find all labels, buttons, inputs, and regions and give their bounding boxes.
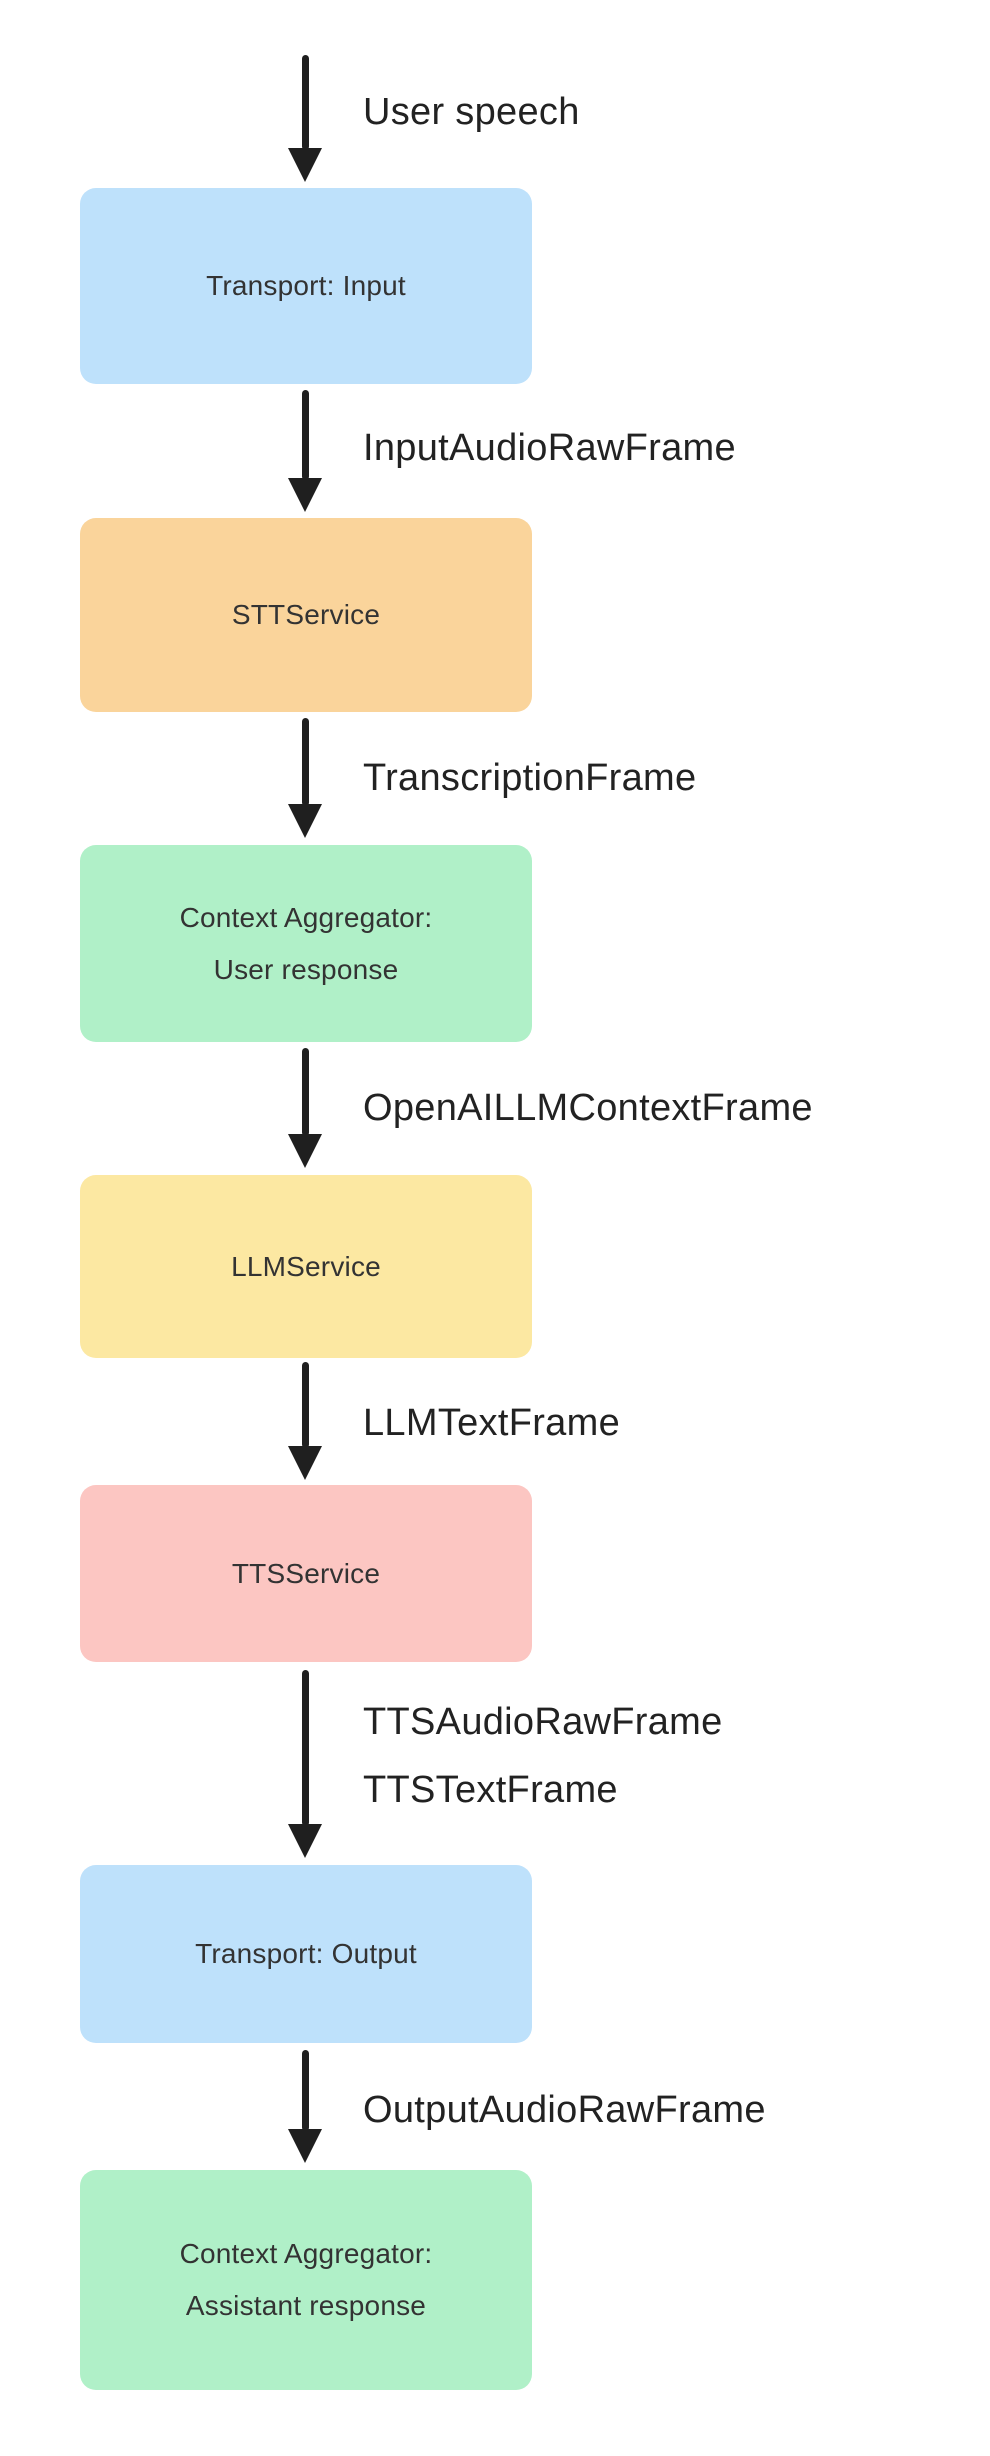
node-transport-output: Transport: Output bbox=[80, 1865, 532, 2043]
node-context-aggregator-assistant-line1: Context Aggregator: bbox=[179, 2238, 433, 2269]
edge-label-transcription-frame: TranscriptionFrame bbox=[363, 757, 697, 799]
node-context-aggregator-user-line2: User response bbox=[213, 953, 399, 985]
flow-arrow-user-speech bbox=[287, 55, 323, 182]
edge-label-output-audio-raw-frame: OutputAudioRawFrame bbox=[363, 2089, 766, 2131]
flow-arrow-tts-audio-text bbox=[287, 1670, 323, 1858]
edge-label-input-audio-raw-frame: InputAudioRawFrame bbox=[363, 427, 736, 469]
arrow-shaft bbox=[301, 1670, 309, 1826]
arrow-head-icon bbox=[288, 148, 322, 182]
edge-label-tts-audio-raw-frame: TTSAudioRawFrame bbox=[363, 1701, 723, 1743]
node-llm-service: LLMService bbox=[80, 1175, 532, 1358]
flow-arrow-input-audio bbox=[287, 390, 323, 512]
arrow-shaft bbox=[301, 1362, 309, 1448]
edge-label-openai-llm-context-frame: OpenAILLMContextFrame bbox=[363, 1087, 813, 1129]
flow-arrow-openai-llm-context bbox=[287, 1048, 323, 1168]
node-context-aggregator-assistant-line2: Assistant response bbox=[185, 2290, 427, 2321]
arrow-shaft bbox=[301, 55, 309, 150]
arrow-shaft bbox=[301, 2050, 309, 2131]
node-stt-service-label: STTService bbox=[231, 599, 381, 630]
node-transport-input: Transport: Input bbox=[80, 188, 532, 384]
node-context-aggregator-user: Context Aggregator: User response bbox=[80, 845, 532, 1042]
node-tts-service: TTSService bbox=[80, 1485, 532, 1662]
arrow-head-icon bbox=[288, 1134, 322, 1168]
arrow-shaft bbox=[301, 1048, 309, 1136]
arrow-head-icon bbox=[288, 1446, 322, 1480]
node-transport-output-label: Transport: Output bbox=[195, 1938, 417, 1969]
node-stt-service: STTService bbox=[80, 518, 532, 712]
edge-label-tts-frames: TTSAudioRawFrame TTSTextFrame bbox=[363, 1688, 723, 1824]
arrow-shaft bbox=[301, 718, 309, 806]
arrow-head-icon bbox=[288, 478, 322, 512]
flow-arrow-transcription bbox=[287, 718, 323, 838]
flow-arrow-llm-text bbox=[287, 1362, 323, 1480]
node-context-aggregator-user-line1: Context Aggregator: bbox=[179, 901, 433, 933]
edge-label-user-speech: User speech bbox=[363, 91, 580, 133]
arrow-head-icon bbox=[288, 804, 322, 838]
arrow-shaft bbox=[301, 390, 309, 480]
node-context-aggregator-assistant: Context Aggregator: Assistant response bbox=[80, 2170, 532, 2390]
edge-label-tts-text-frame: TTSTextFrame bbox=[363, 1769, 618, 1811]
node-tts-service-label: TTSService bbox=[231, 1557, 381, 1589]
node-transport-input-label: Transport: Input bbox=[206, 270, 406, 301]
arrow-head-icon bbox=[288, 1824, 322, 1858]
edge-label-llm-text-frame: LLMTextFrame bbox=[363, 1402, 621, 1444]
node-llm-service-label: LLMService bbox=[231, 1250, 381, 1282]
flow-arrow-output-audio bbox=[287, 2050, 323, 2163]
arrow-head-icon bbox=[288, 2129, 322, 2163]
